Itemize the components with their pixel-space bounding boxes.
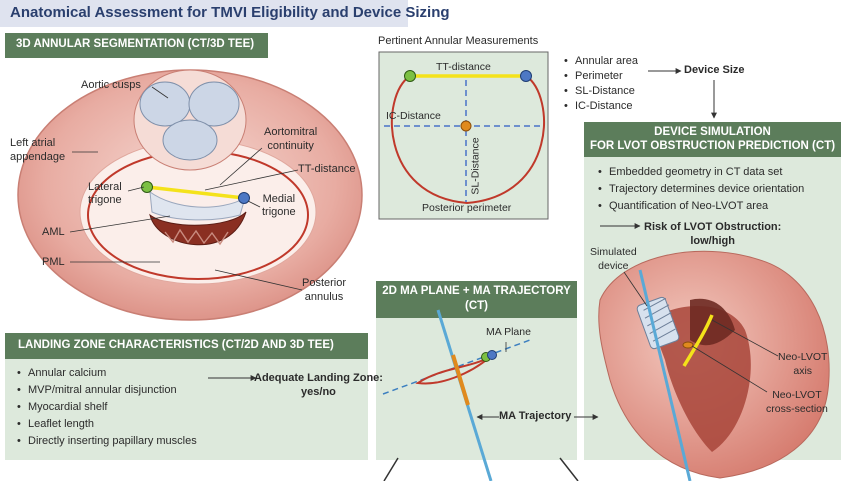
simulated-device-label: Simulated device: [590, 246, 637, 272]
device-trajectory-axis: [638, 269, 692, 481]
tt-distance-line: [146, 185, 245, 200]
landing-zone-header: LANDING ZONE CHARACTERISTICS (CT/2D AND …: [5, 333, 368, 359]
neo-lvot-axis: [682, 314, 714, 367]
annulus-leader-lines: [69, 86, 303, 291]
landing-zone-item: Annular calcium: [16, 365, 197, 382]
ma-bottom-line-right: [559, 457, 579, 481]
simulated-device: [636, 296, 680, 350]
landing-zone-item: MVP/mitral annular disjunction: [16, 382, 197, 399]
ma-plane-diagram: [382, 309, 599, 481]
device-sim-header-line1: DEVICE SIMULATION: [654, 126, 771, 138]
landing-zone-result: Adequate Landing Zone: yes/no: [254, 372, 383, 398]
ma-orange-segment: [451, 354, 470, 406]
landing-zone-item: Leaflet length: [16, 416, 197, 433]
neo-lvot-cross-section-label: Neo-LVOT cross-section: [766, 389, 828, 415]
device-sim-header-line2: FOR LVOT OBSTRUCTION PREDICTION (CT): [589, 140, 836, 152]
aortic-cusp-1: [139, 81, 191, 127]
annulus-illustration: [17, 69, 363, 321]
device-sim-item: Embedded geometry in CT data set: [597, 164, 804, 181]
ma-plane-blue-marker: [487, 350, 497, 360]
centroid-marker: [460, 120, 472, 132]
measurement-diagram: [378, 51, 549, 220]
lateral-trigone-marker: [141, 181, 153, 193]
device-sim-item: Trajectory determines device orientation: [597, 181, 804, 198]
title-bar: [0, 0, 408, 27]
medial-trigone-marker: [238, 192, 250, 204]
ma-trajectory-label: MA Trajectory: [499, 410, 572, 422]
medial-trigone-label: Medial trigone: [262, 193, 296, 218]
measurement-item: SL-Distance: [563, 83, 638, 99]
device-size-label: Device Size: [684, 64, 745, 76]
neo-lvot-axis-label: Neo-LVOT axis: [778, 351, 828, 377]
box-posterior-label: Posterior perimeter: [422, 202, 512, 214]
aortic-valve: [133, 69, 247, 171]
neo-lvot-cross-section: [682, 341, 694, 349]
measurement-item: IC-Distance: [563, 99, 638, 113]
lvot-risk-label: Risk of LVOT Obstruction: low/high: [644, 221, 782, 247]
tt-distance-label: TT-distance: [298, 163, 356, 175]
aml-label: AML: [42, 226, 65, 238]
chordae-pattern: [164, 228, 229, 246]
ma-bottom-line-left: [383, 457, 399, 481]
heart-leader-lines: [623, 271, 779, 393]
tt-left-marker: [404, 70, 416, 82]
device-mesh: [643, 297, 676, 342]
ma-plane-header: 2D MA PLANE + MA TRAJECTORY (CT): [376, 281, 577, 318]
lateral-trigone-label: Lateral trigone: [88, 181, 122, 206]
pml-label: PML: [42, 256, 65, 268]
left-atrial-appendage-label: Left atrial appendage: [10, 137, 66, 163]
box-tt-label: TT-distance: [436, 61, 491, 73]
measurement-list: Annular area Perimeter SL-Distance IC-Di…: [563, 53, 638, 113]
landing-zone-item: Directly inserting papillary muscles: [16, 433, 197, 450]
box-ic-label: IC-Distance: [386, 110, 441, 122]
aortic-cusps-label: Aortic cusps: [81, 79, 141, 91]
ma-plane-header-line2: (CT): [465, 300, 488, 312]
measurements-title: Pertinent Annular Measurements: [378, 35, 539, 47]
device-sim-item: Quantification of Neo-LVOT area: [597, 198, 804, 215]
segmentation-header: 3D ANNULAR SEGMENTATION (CT/3D TEE): [5, 33, 268, 58]
ma-plane-header-line1: 2D MA PLANE + MA TRAJECTORY: [382, 285, 571, 297]
ma-plane-label: MA Plane: [486, 326, 531, 338]
tt-right-marker: [520, 70, 532, 82]
page-title: Anatomical Assessment for TMVI Eligibili…: [10, 4, 450, 21]
heart-illustration: [598, 250, 830, 481]
measurement-item: Annular area: [563, 53, 638, 70]
ma-plane-line: [382, 339, 531, 395]
box-sl-label: SL-Distance: [469, 137, 482, 195]
left-ventricle-cavity: [650, 306, 751, 452]
landing-zone-list: Annular calcium MVP/mitral annular disju…: [16, 365, 197, 450]
measurement-item: Perimeter: [563, 70, 638, 83]
aml-leaflet: [149, 190, 246, 221]
aortomitral-continuity-label: Aortomitral continuity: [264, 126, 318, 152]
posterior-annulus-label: Posterior annulus: [302, 277, 347, 303]
aortic-cusp-3: [162, 119, 218, 161]
annulus-d-shape: [391, 75, 545, 205]
aortic-cusp-2: [188, 81, 240, 127]
landing-zone-item: Myocardial shelf: [16, 399, 197, 416]
device-sim-header: DEVICE SIMULATION FOR LVOT OBSTRUCTION P…: [584, 122, 841, 157]
device-sim-list: Embedded geometry in CT data set Traject…: [597, 164, 804, 215]
